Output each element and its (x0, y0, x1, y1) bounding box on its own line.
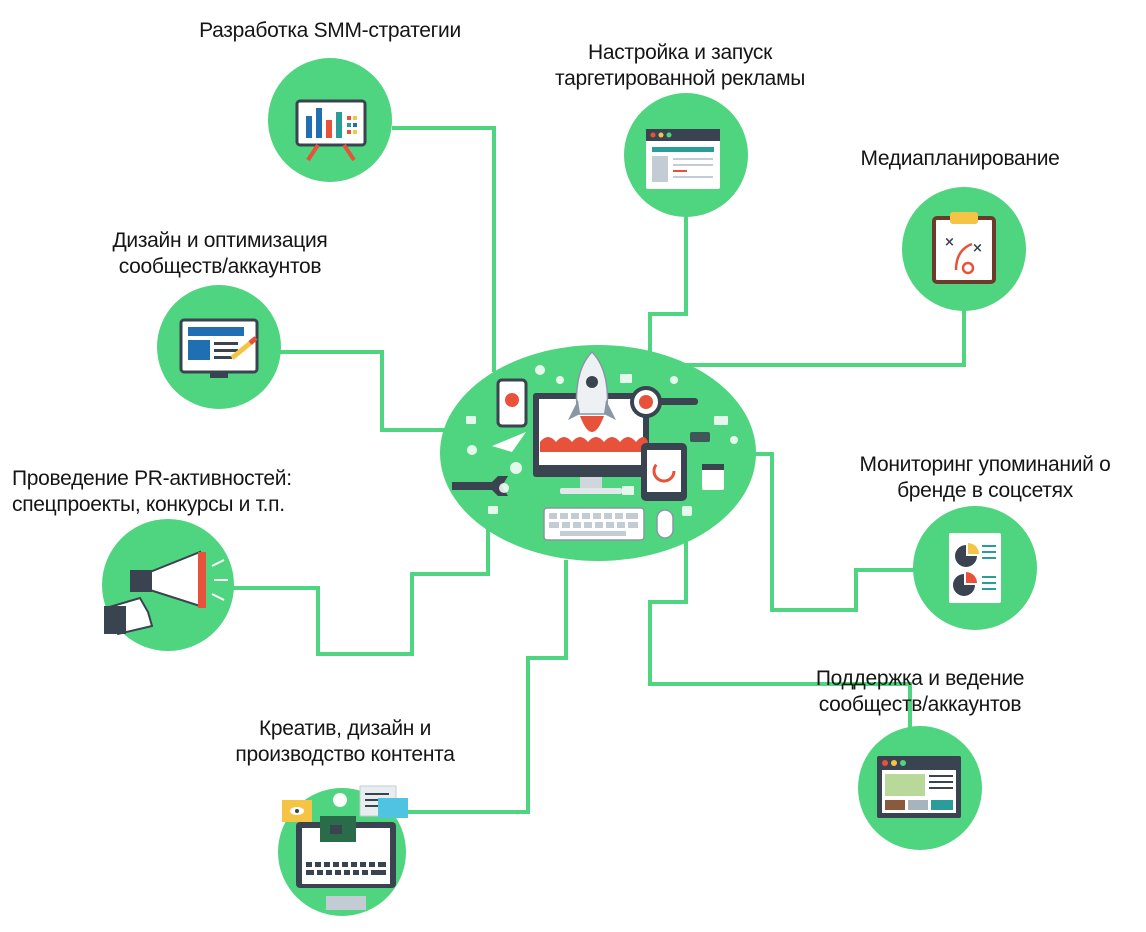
label-pr-activities: Проведение PR-активностей: спецпроекты, … (12, 466, 342, 518)
megaphone-icon (104, 550, 228, 636)
node-smm-strategy (268, 58, 392, 182)
label-creative-content: Креатив, дизайн и производство контента (200, 716, 490, 768)
node-targeted-ads (624, 93, 748, 217)
monitor-design-icon (179, 318, 259, 378)
connector-media-planning (656, 305, 966, 367)
website-layout-icon (877, 756, 961, 818)
node-creative-content (278, 785, 408, 916)
label-community-support: Поддержка и ведение сообществ/аккаунтов (770, 666, 1070, 718)
connector-design-optimization (278, 350, 452, 432)
label-line: производство контента (235, 743, 455, 766)
label-line: спецпроекты, конкурсы и т.п. (12, 493, 285, 516)
label-brand-monitoring: Мониторинг упоминаний о бренде в соцсетя… (830, 452, 1140, 504)
label-media-planning: Медиапланирование (820, 146, 1100, 172)
hub (440, 345, 756, 561)
connector-brand-monitoring (740, 452, 920, 612)
presentation-board-icon (295, 99, 367, 162)
connector-pr-activities (232, 522, 490, 656)
clipboard-strategy-icon: × × (932, 212, 996, 284)
connector-smm-strategy (392, 126, 496, 372)
label-smm-strategy: Разработка SMM-стратегии (150, 18, 510, 44)
label-line: Проведение PR-активностей: (12, 467, 292, 490)
label-line: Креатив, дизайн и (258, 717, 432, 740)
connectors (232, 126, 966, 814)
label-line: Поддержка и ведение (815, 667, 1025, 690)
node-brand-monitoring (913, 506, 1037, 630)
laptop-content-icon (282, 785, 408, 910)
label-line: Дизайн и оптимизация (112, 229, 328, 252)
svg-text:×: × (972, 241, 983, 256)
svg-text:×: × (944, 235, 955, 250)
label-design-optimization: Дизайн и оптимизация сообществ/аккаунтов (60, 228, 380, 280)
label-line: сообществ/аккаунтов (118, 255, 322, 278)
label-line: Медиапланирование (860, 147, 1060, 170)
node-media-planning: × × (902, 187, 1026, 311)
label-line: Настройка и запуск (587, 41, 772, 64)
label-line: таргетированной рекламы (554, 67, 805, 90)
label-targeted-ads: Настройка и запуск таргетированной рекла… (510, 40, 850, 92)
connector-community-support (648, 540, 912, 730)
label-line: Мониторинг упоминаний о (859, 453, 1111, 476)
node-pr-activities (102, 519, 234, 651)
rocket-launch-hub-icon (452, 350, 738, 541)
browser-window-icon (646, 129, 720, 189)
label-line: сообществ/аккаунтов (818, 693, 1022, 716)
label-line: бренде в соцсетях (897, 479, 1073, 502)
node-community-support (858, 726, 982, 850)
label-line: Разработка SMM-стратегии (199, 19, 461, 42)
connector-creative-content (404, 560, 568, 814)
node-design-optimization (157, 285, 281, 409)
report-document-icon (949, 533, 1001, 603)
connector-targeted-ads (648, 205, 688, 360)
